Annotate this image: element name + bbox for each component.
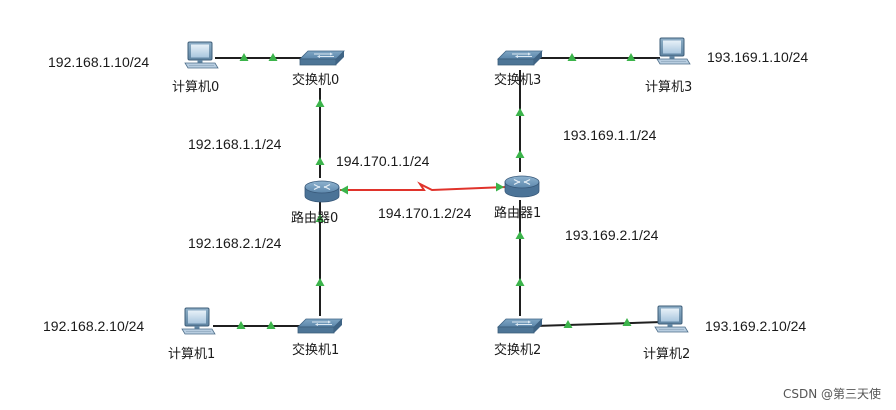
pc3[interactable] — [656, 37, 691, 65]
r1[interactable] — [504, 175, 540, 198]
sw3-label: 交换机3 — [494, 72, 541, 88]
r1-wan-ip: 194.170.1.2/24 — [378, 205, 472, 221]
r1-lan2-ip: 193.169.2.1/24 — [565, 227, 659, 243]
pc2-ip: 193.169.2.10/24 — [705, 318, 806, 334]
pc0[interactable] — [184, 41, 219, 69]
pc-icon — [184, 41, 219, 69]
switch-icon — [497, 50, 543, 66]
status-up-icon — [315, 157, 325, 165]
status-up-icon — [315, 278, 325, 286]
r1-lan1-ip: 193.169.1.1/24 — [563, 127, 657, 143]
sw0-label: 交换机0 — [292, 72, 339, 88]
r0-label: 路由器0 — [291, 210, 338, 226]
watermark: CSDN @第三天使 — [783, 386, 881, 401]
status-up-icon — [515, 231, 525, 239]
switch-icon — [497, 318, 543, 334]
r0[interactable] — [304, 180, 340, 203]
status-up-icon — [622, 318, 632, 326]
sw3[interactable] — [497, 50, 543, 66]
pc3-ip: 193.169.1.10/24 — [707, 49, 808, 65]
pc1[interactable] — [181, 307, 216, 335]
pc1-label: 计算机1 — [168, 347, 215, 362]
router-icon — [504, 175, 540, 198]
link-status-indicators — [236, 53, 636, 329]
pc2-label: 计算机2 — [643, 347, 690, 362]
link-sw2-pc2 — [534, 321, 663, 327]
r0-lan1-ip: 192.168.1.1/24 — [188, 136, 282, 152]
pc-icon — [656, 37, 691, 65]
sw0[interactable] — [299, 50, 345, 66]
sw1[interactable] — [297, 318, 343, 334]
pc3-label: 计算机3 — [645, 80, 692, 95]
status-up-icon — [515, 278, 525, 286]
r1-label: 路由器1 — [494, 205, 541, 221]
router-icon — [304, 180, 340, 203]
status-up-icon — [496, 182, 504, 192]
sw2-label: 交换机2 — [494, 342, 541, 358]
pc-icon — [181, 307, 216, 335]
status-up-icon — [315, 99, 325, 107]
sw1-label: 交换机1 — [292, 342, 339, 358]
r0-lan2-ip: 192.168.2.1/24 — [188, 235, 282, 251]
switch-icon — [297, 318, 343, 334]
status-up-icon — [515, 108, 525, 116]
link-serial-r0-r1 — [340, 181, 507, 192]
pc-icon — [654, 305, 689, 333]
status-up-icon — [515, 150, 525, 158]
pc0-label: 计算机0 — [172, 80, 219, 95]
pc1-ip: 192.168.2.10/24 — [43, 318, 144, 334]
sw2[interactable] — [497, 318, 543, 334]
pc0-ip: 192.168.1.10/24 — [48, 54, 149, 70]
r0-wan-ip: 194.170.1.1/24 — [336, 153, 430, 169]
switch-icon — [299, 50, 345, 66]
pc2[interactable] — [654, 305, 689, 333]
links — [213, 57, 663, 327]
status-up-icon — [340, 185, 348, 195]
